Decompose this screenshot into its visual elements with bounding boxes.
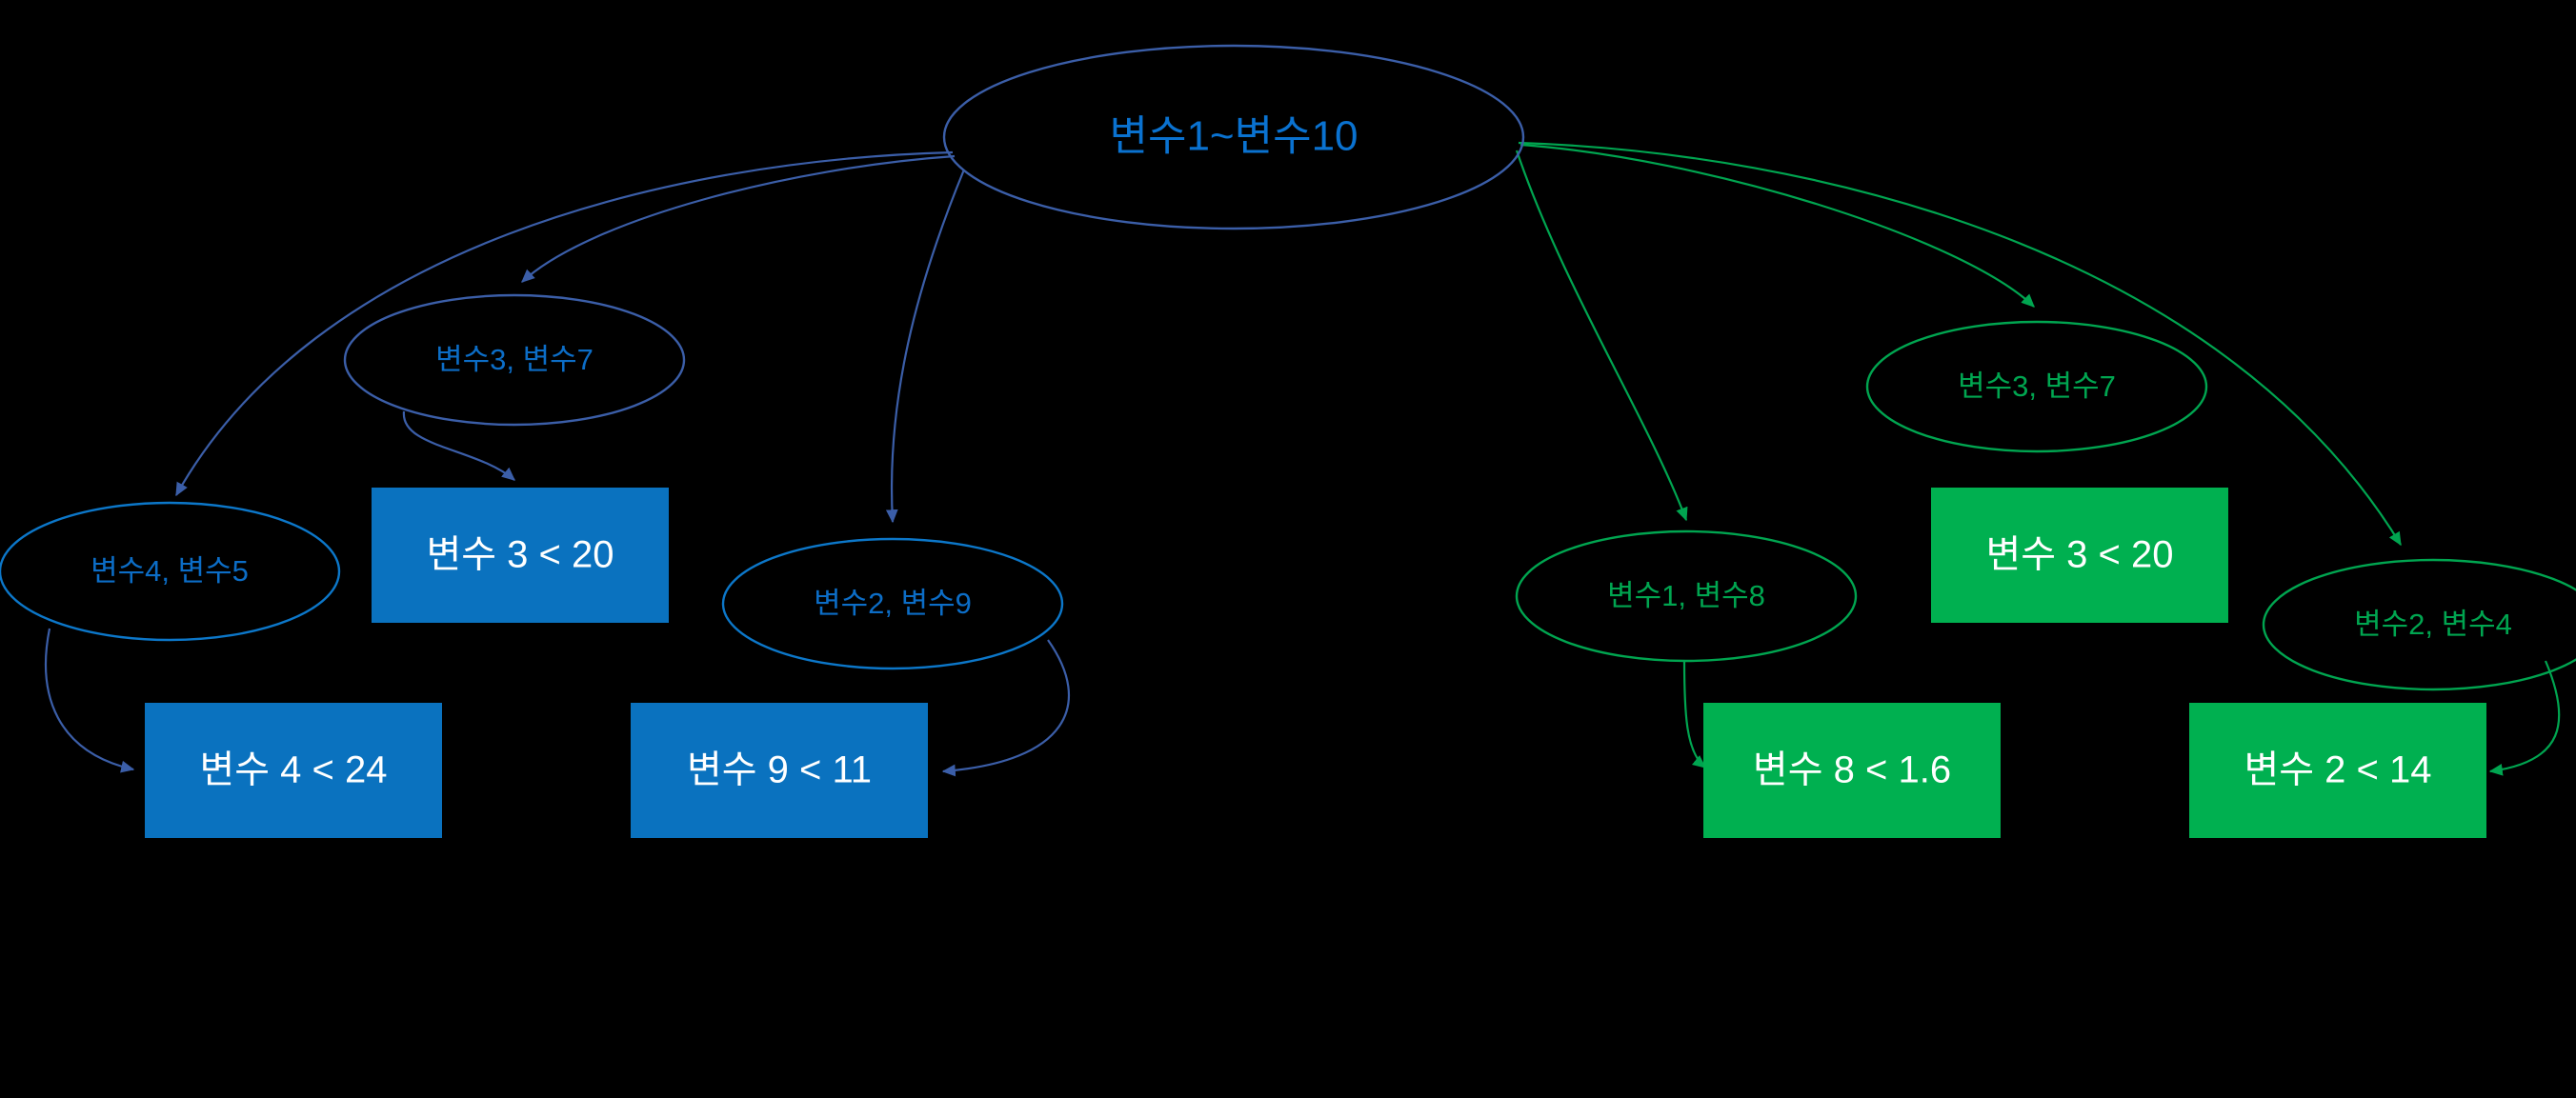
blue-ellipse-2-shape xyxy=(343,293,686,427)
green-rect-1-label: 변수 8 < 1.6 xyxy=(1753,749,1951,791)
blue-ellipse-1-label: 변수4, 변수5 xyxy=(91,554,249,588)
blue-ellipse-2-label: 변수3, 변수7 xyxy=(435,343,594,376)
blue-rect-3-shape xyxy=(631,703,928,838)
edge-root-to-blue-ellipse-2 xyxy=(521,154,956,283)
blue-rect-3-label: 변수 9 < 11 xyxy=(687,749,872,791)
blue-rect-2-label: 변수 3 < 20 xyxy=(426,534,614,576)
edge-root-to-blue-ellipse-1 xyxy=(175,150,954,497)
blue-rect-2-shape xyxy=(372,488,669,623)
green-ellipse-1-label: 변수1, 변수8 xyxy=(1607,579,1765,612)
node-blue-rect-3[interactable]: 변수 9 < 11 xyxy=(631,703,928,838)
node-green-rect-3[interactable]: 변수 2 < 14 xyxy=(2189,703,2486,838)
node-green-ellipse-1[interactable]: 변수1, 변수8 xyxy=(1515,529,1858,663)
edge-root-to-green-ellipse-1 xyxy=(1515,150,1688,522)
node-blue-rect-1[interactable]: 변수 4 < 24 xyxy=(145,703,442,838)
node-green-rect-1[interactable]: 변수 8 < 1.6 xyxy=(1703,703,2001,838)
blue-rect-1-shape xyxy=(145,703,442,838)
node-blue-ellipse-1[interactable]: 변수4, 변수5 xyxy=(0,501,341,642)
node-root[interactable]: 변수1~변수10 xyxy=(942,44,1525,230)
green-ellipse-1-shape xyxy=(1515,529,1858,663)
green-rect-3-shape xyxy=(2189,703,2486,838)
edge-root-to-green-ellipse-2 xyxy=(1519,143,2035,308)
node-green-rect-2[interactable]: 변수 3 < 20 xyxy=(1931,488,2228,623)
root-ellipse-shape xyxy=(942,44,1525,230)
blue-rect-1-label: 변수 4 < 24 xyxy=(199,749,387,791)
green-ellipse-2-shape xyxy=(1865,320,2208,453)
green-ellipse-3-label: 변수2, 변수4 xyxy=(2354,608,2512,641)
green-rect-1-shape xyxy=(1703,703,2001,838)
green-ellipse-2-label: 변수3, 변수7 xyxy=(1958,369,2116,403)
edge-group-blue xyxy=(44,150,1071,777)
green-rect-3-label: 변수 2 < 14 xyxy=(2244,749,2431,791)
root-label: 변수1~변수10 xyxy=(1109,113,1358,160)
node-green-ellipse-3[interactable]: 변수2, 변수4 xyxy=(2262,558,2576,691)
blue-ellipse-1-shape xyxy=(0,501,341,642)
green-ellipse-3-shape xyxy=(2262,558,2576,691)
edge-blue-ellipse-3-to-rect-3 xyxy=(941,639,1071,777)
edge-blue-ellipse-1-to-rect-1 xyxy=(44,628,135,773)
edge-green-ellipse-3-to-rect-3 xyxy=(2488,660,2561,776)
node-green-ellipse-2[interactable]: 변수3, 변수7 xyxy=(1865,320,2208,453)
node-blue-rect-2[interactable]: 변수 3 < 20 xyxy=(372,488,669,623)
node-blue-ellipse-3[interactable]: 변수2, 변수9 xyxy=(721,537,1064,670)
edge-root-to-green-ellipse-3 xyxy=(1518,141,2402,547)
edge-group-green xyxy=(1515,141,2561,776)
edge-root-to-blue-ellipse-3 xyxy=(885,169,966,524)
blue-ellipse-3-shape xyxy=(721,537,1064,670)
green-rect-2-label: 변수 3 < 20 xyxy=(1985,534,2173,576)
green-rect-2-shape xyxy=(1931,488,2228,623)
edge-blue-ellipse-2-to-rect-2 xyxy=(402,410,515,481)
node-blue-ellipse-2[interactable]: 변수3, 변수7 xyxy=(343,293,686,427)
blue-ellipse-3-label: 변수2, 변수9 xyxy=(814,587,972,620)
edge-green-ellipse-1-to-rect-1 xyxy=(1682,660,1707,769)
